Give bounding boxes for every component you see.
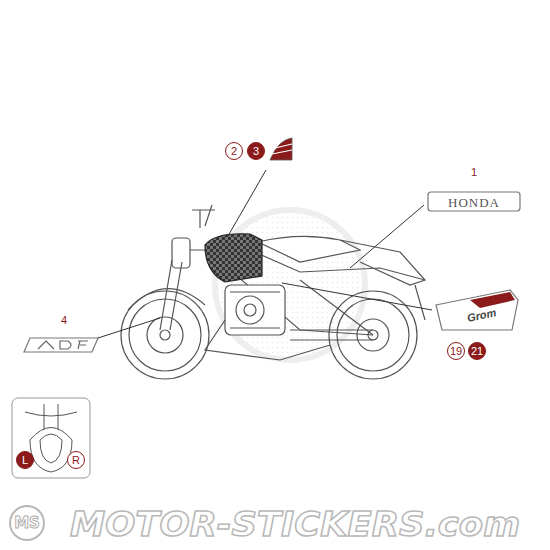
callout-number: 3 <box>247 142 265 160</box>
callout-number: 19 <box>447 342 465 360</box>
logo-text: MS <box>14 516 40 531</box>
callout-number: 2 <box>225 142 243 160</box>
callout-number: 4 <box>61 315 67 326</box>
callout-number: 1 <box>471 167 477 178</box>
callout-number: 21 <box>468 342 486 360</box>
sticker-text: HONDA <box>448 196 500 209</box>
side-marker: L <box>16 451 34 469</box>
side-marker: R <box>67 451 85 469</box>
watermark: MOTOR-STICKERS.com <box>70 507 520 541</box>
